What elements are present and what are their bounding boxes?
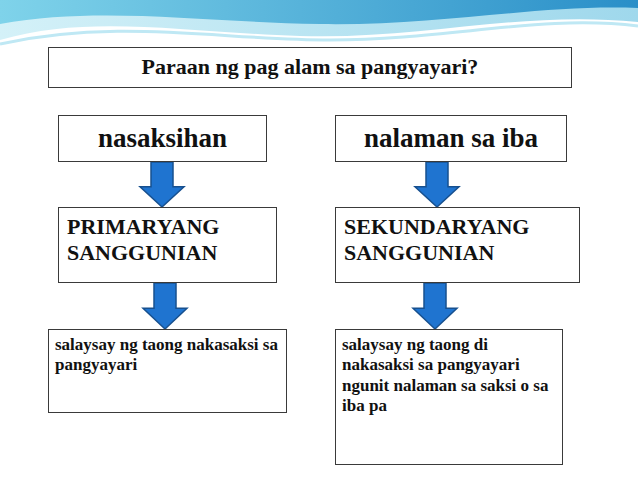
node-text: salaysay ng taong di nakasaksi sa pangya… bbox=[342, 335, 556, 417]
node-text: SEKUNDARYANG SANGGUNIAN bbox=[344, 214, 571, 267]
definition-box: salaysay ng taong nakasaksi sa pangyayar… bbox=[48, 329, 287, 413]
node-text: PRIMARYANG SANGGUNIAN bbox=[67, 214, 268, 267]
node-text: salaysay ng taong nakasaksi sa pangyayar… bbox=[55, 335, 280, 376]
method-box: nalaman sa iba bbox=[335, 115, 567, 162]
node-text: nasaksihan bbox=[67, 122, 258, 154]
block-arrow bbox=[143, 283, 187, 329]
node-text: nalaman sa iba bbox=[344, 122, 558, 154]
block-arrow bbox=[415, 162, 459, 207]
source-type-box: PRIMARYANG SANGGUNIAN bbox=[58, 207, 277, 283]
method-box: nasaksihan bbox=[58, 115, 267, 162]
title-box: Paraan ng pag alam sa pangyayari? bbox=[48, 47, 572, 88]
swoosh-dark bbox=[0, 0, 638, 24]
block-arrow bbox=[413, 283, 457, 329]
swoosh-line bbox=[0, 23, 638, 44]
title-text: Paraan ng pag alam sa pangyayari? bbox=[57, 54, 563, 80]
definition-box: salaysay ng taong di nakasaksi sa pangya… bbox=[335, 329, 563, 465]
swoosh-light bbox=[0, 0, 638, 40]
source-type-box: SEKUNDARYANG SANGGUNIAN bbox=[335, 207, 580, 283]
block-arrow bbox=[140, 162, 184, 207]
